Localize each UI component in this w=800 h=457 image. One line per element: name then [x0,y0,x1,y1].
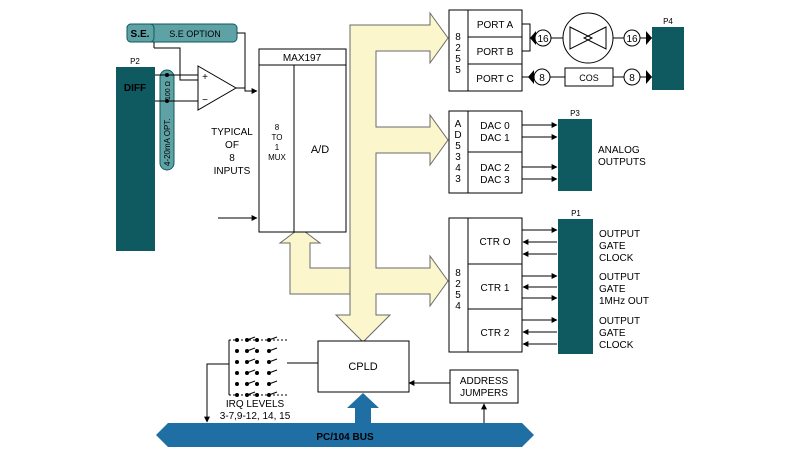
svg-text:MUX: MUX [268,153,286,162]
svg-text:TO: TO [272,133,283,142]
bus-width-8-a: 8 [539,73,545,84]
svg-text:GATE: GATE [599,328,626,339]
typical-inputs-label: TYPICAL OF 8 INPUTS [211,127,253,177]
pc104-bus [156,423,534,447]
irq-levels-values: 3-7,9-12, 14, 15 [220,411,291,422]
data-bus-arrows [334,11,449,343]
svg-text:1: 1 [275,143,280,152]
svg-text:GATE: GATE [599,284,626,295]
current-loop-option [159,69,175,171]
address-jumpers-block [449,369,519,404]
svg-text:CLOCK: CLOCK [599,340,634,351]
svg-text:CLOCK: CLOCK [599,253,634,264]
analog-outputs-2: OUTPUTS [598,157,646,168]
cos-label: COS [579,73,599,83]
irq-jumper-row [235,358,278,364]
bus-width-16-a: 16 [537,34,549,45]
adc-bus-arrow [278,227,351,295]
jumpers-label: JUMPERS [460,388,508,399]
port-a: PORT A [477,20,514,31]
ctr0-label: CTR O [479,237,510,248]
se-option-label: S.E OPTION [169,29,221,39]
svg-text:OUTPUT: OUTPUT [599,316,640,327]
svg-text:5: 5 [455,141,461,152]
dac2-label: DAC 2 [480,163,510,174]
svg-text:OUTPUT: OUTPUT [599,229,640,240]
irq-jumper-row [235,336,278,342]
bus-width-16-b: 16 [626,34,638,45]
port-c: PORT C [476,74,513,85]
bus-width-8-b: 8 [629,73,635,84]
chip-8255: 8 2 5 5 PORT A PORT B PORT C [448,9,523,92]
p3-connector [558,119,592,191]
analog-outputs-1: ANALOG [598,145,640,156]
svg-text:GATE: GATE [599,241,626,252]
amplifier [197,65,237,111]
svg-text:5: 5 [455,290,461,301]
svg-text:8: 8 [455,32,461,43]
chip-8254: 8 2 5 4 CTR O CTR 1 CTR 2 [448,217,523,353]
dac3-label: DAC 3 [480,175,510,186]
ctr1-label: CTR 1 [481,283,510,294]
bus-to-cpld-arrow [347,393,379,424]
svg-text:4: 4 [455,301,461,312]
p2-connector [116,67,155,251]
svg-text:2: 2 [455,279,461,290]
amp-minus: − [202,95,208,106]
max197-label: MAX197 [283,53,322,64]
diff-label: DIFF [124,83,146,94]
chip-ad5343: A D 5 3 4 3 DAC 0 DAC 1 DAC 2 DAC 3 [448,110,523,194]
p1-label: P1 [571,209,581,218]
svg-text:8: 8 [275,123,280,132]
amp-plus: + [202,72,208,83]
max197-block: MAX197 8 TO 1 MUX A/D [258,48,347,233]
irq-jumper-row [235,369,278,375]
p4-label: P4 [663,17,673,26]
address-label: ADDRESS [460,376,509,387]
svg-text:1MHz OUT: 1MHz OUT [599,296,649,307]
svg-text:8: 8 [229,153,235,164]
counter-signal-labels: OUTPUT GATE CLOCK OUTPUT GATE 1MHz OUT O… [599,229,649,351]
se-option: S.E. S.E OPTION [126,23,238,43]
svg-text:3: 3 [455,152,461,163]
irq-jumper-row [235,347,278,353]
dac0-label: DAC 0 [480,121,510,132]
svg-text:OF: OF [225,140,239,151]
svg-text:A: A [455,119,462,130]
svg-text:4: 4 [455,163,461,174]
opt-420-label: 4-20mA OPT. [163,118,172,166]
svg-text:8: 8 [455,268,461,279]
irq-jumper-block [228,339,287,396]
p3-label: P3 [570,109,580,118]
svg-text:5: 5 [455,54,461,65]
opt-100-label: 100 Ω [165,81,172,100]
p1-connector [558,219,593,354]
se-badge: S.E. [131,29,150,40]
cpld-block [317,340,410,393]
ctr2-label: CTR 2 [481,328,510,339]
svg-text:TYPICAL: TYPICAL [211,127,253,138]
irq-jumper-row [235,380,278,386]
svg-text:3: 3 [455,174,461,185]
p4-connector [652,27,684,90]
dac1-label: DAC 1 [480,133,510,144]
svg-text:INPUTS: INPUTS [214,166,251,177]
svg-text:OUTPUT: OUTPUT [599,272,640,283]
irq-jumper-row [235,391,278,397]
svg-text:D: D [454,130,461,141]
cpld-label: CPLD [348,361,377,373]
ad-label: A/D [311,144,329,156]
p2-label: P2 [130,57,140,66]
svg-text:5: 5 [455,65,461,76]
svg-text:2: 2 [455,43,461,54]
port-b: PORT B [477,47,514,58]
irq-levels-label: IRQ LEVELS [226,399,285,410]
pc104-bus-label: PC/104 BUS [316,432,374,443]
